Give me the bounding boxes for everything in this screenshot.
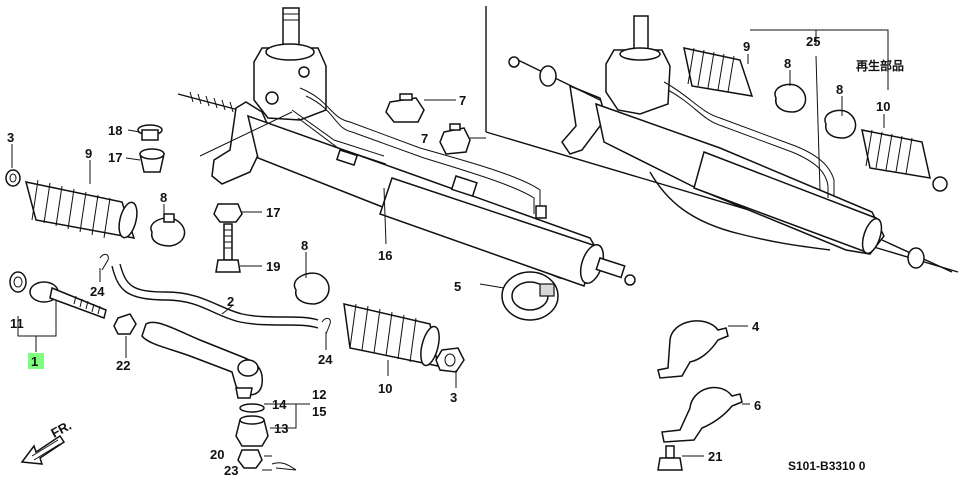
callout-23[interactable]: 23 xyxy=(224,463,238,478)
remanufactured-panel-frame xyxy=(485,6,959,273)
callout-3-upper[interactable]: 3 xyxy=(7,130,14,145)
mount-bushing xyxy=(501,271,559,321)
front-direction-arrow: FR. xyxy=(20,418,74,465)
callout-24-left[interactable]: 24 xyxy=(90,284,105,299)
brackets xyxy=(657,320,743,471)
diagram-code: S101-B3310 0 xyxy=(788,459,866,473)
callout-21[interactable]: 21 xyxy=(708,449,722,464)
callout-22[interactable]: 22 xyxy=(116,358,130,373)
callout-14[interactable]: 14 xyxy=(272,397,287,412)
callout-2[interactable]: 2 xyxy=(227,294,234,309)
tie-rod-assy xyxy=(9,271,297,471)
callout-numbers: 1 2 3 3 4 5 6 7 7 8 8 8 8 9 9 10 10 11 1… xyxy=(7,34,890,478)
direction-label: FR. xyxy=(48,418,74,441)
callout-7-upper[interactable]: 7 xyxy=(459,93,466,108)
callout-11[interactable]: 11 xyxy=(10,316,24,331)
steering-gearbox-main xyxy=(177,7,636,287)
clamps-7 xyxy=(385,93,471,155)
callout-13[interactable]: 13 xyxy=(274,421,288,436)
callout-20[interactable]: 20 xyxy=(210,447,224,462)
callout-24-right[interactable]: 24 xyxy=(318,352,333,367)
callout-8-left[interactable]: 8 xyxy=(160,190,167,205)
leader-lines xyxy=(11,29,889,471)
boot-10-lower xyxy=(343,303,440,367)
callout-4[interactable]: 4 xyxy=(752,319,760,334)
callout-6[interactable]: 6 xyxy=(754,398,761,413)
callout-9-right[interactable]: 9 xyxy=(743,39,750,54)
callout-8-right-b[interactable]: 8 xyxy=(836,82,843,97)
callout-10-right[interactable]: 10 xyxy=(876,99,890,114)
remanufactured-parts-label: 再生部品 xyxy=(856,58,904,73)
callout-9-left[interactable]: 9 xyxy=(85,146,92,161)
callout-10-left[interactable]: 10 xyxy=(378,381,392,396)
boot-9-left xyxy=(24,179,138,239)
small-hardware-left xyxy=(5,124,465,373)
callout-5[interactable]: 5 xyxy=(454,279,461,294)
callout-17-left[interactable]: 17 xyxy=(108,150,122,165)
bracket-6 xyxy=(661,386,743,443)
remanufactured-rack xyxy=(508,15,953,273)
remanufactured-boots xyxy=(683,47,948,192)
callout-15[interactable]: 15 xyxy=(312,404,326,419)
callout-25[interactable]: 25 xyxy=(806,34,820,49)
part-1-highlight xyxy=(28,353,44,369)
callout-1[interactable]: 1 xyxy=(31,354,38,369)
callout-3-lower[interactable]: 3 xyxy=(450,390,457,405)
callout-18[interactable]: 18 xyxy=(108,123,122,138)
callout-8-right-a[interactable]: 8 xyxy=(784,56,791,71)
callout-7-lower[interactable]: 7 xyxy=(421,131,428,146)
callout-12[interactable]: 12 xyxy=(312,387,326,402)
feed-hose xyxy=(111,263,319,329)
callout-19[interactable]: 19 xyxy=(266,259,280,274)
callout-8-mid[interactable]: 8 xyxy=(301,238,308,253)
callout-16[interactable]: 16 xyxy=(378,248,392,263)
bracket-4 xyxy=(657,320,729,379)
callout-17-right[interactable]: 17 xyxy=(266,205,280,220)
